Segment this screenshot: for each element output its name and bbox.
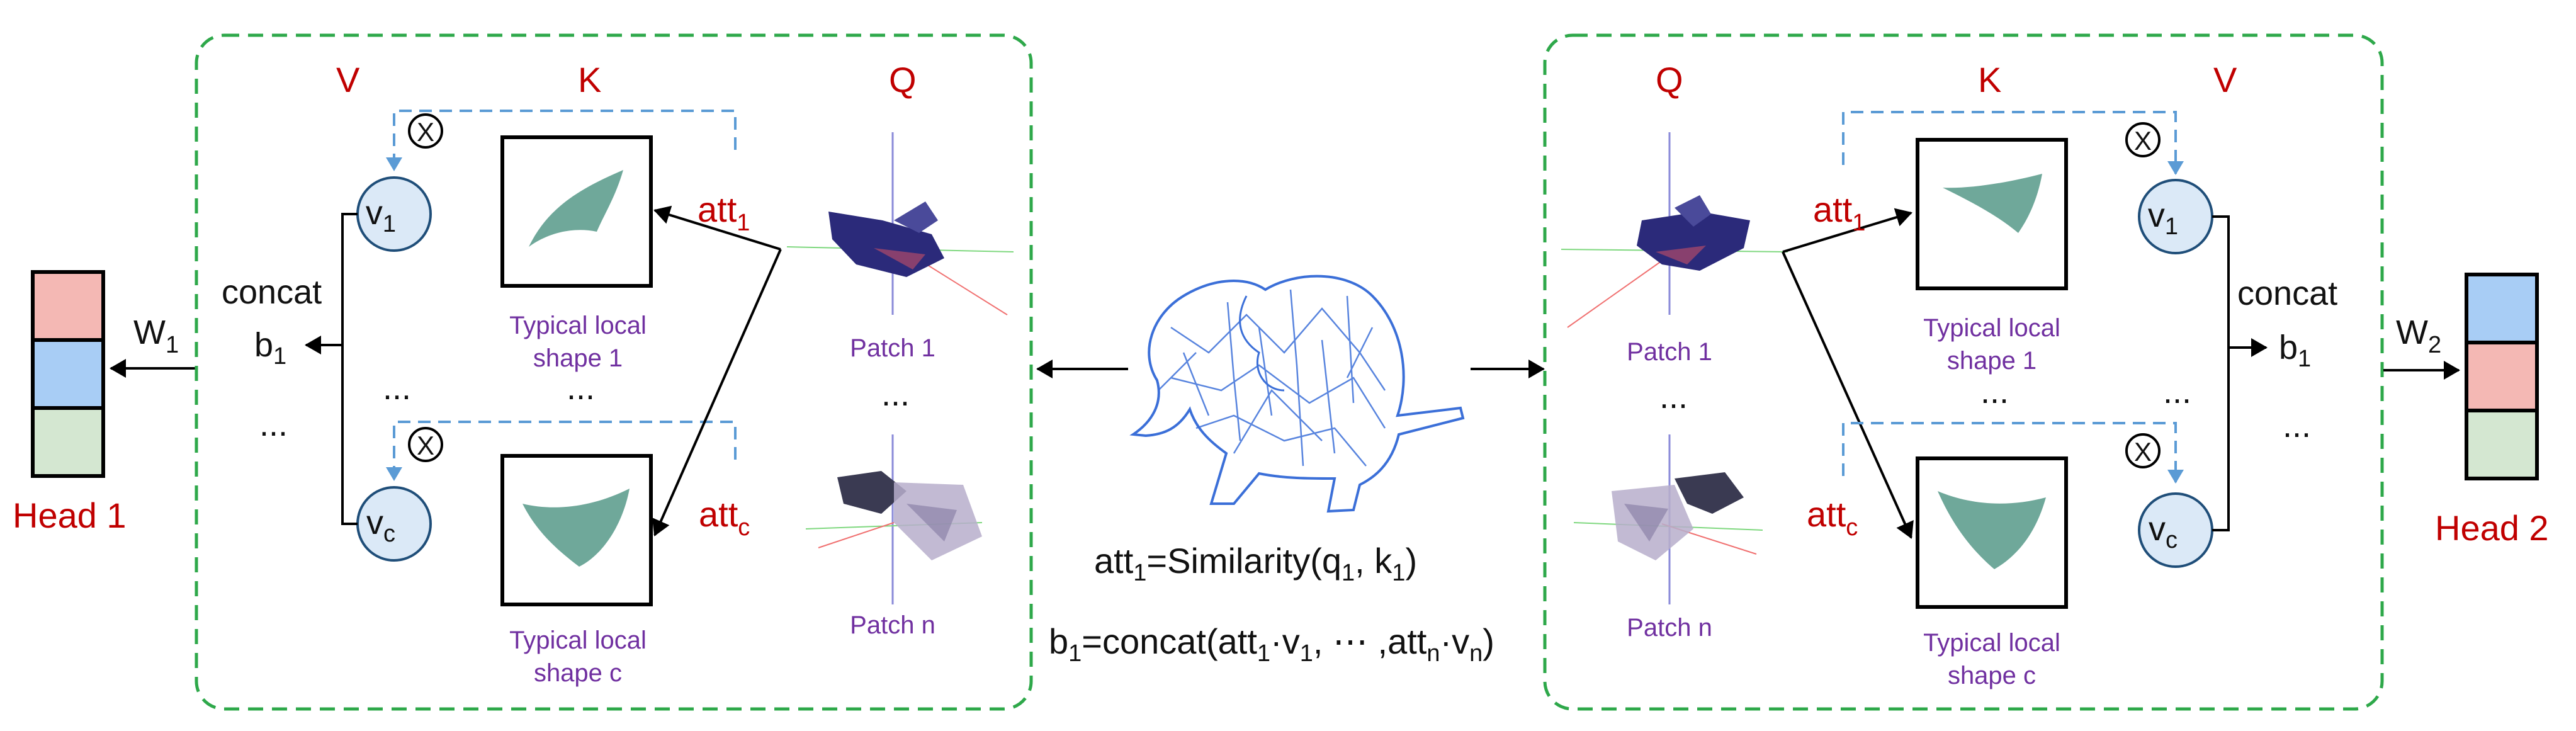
svg-text:X: X [417,431,434,460]
right-multiply-bottom-icon: X [2125,433,2161,468]
svg-text:vc: vc [2149,510,2178,553]
left-q-header: Q [889,60,917,99]
right-attention-block [1543,33,2384,711]
left-attc-to-vc-dashed [386,421,737,481]
left-v-ellipsis: ... [383,369,411,407]
right-key-shape-1 [1916,138,2068,290]
head-2-vector [2465,273,2539,480]
left-surface-c-icon [523,489,630,567]
left-v-header: V [336,60,360,99]
left-kc-caption-line1: Typical local [509,626,647,654]
svg-text:vc: vc [366,504,395,547]
right-patch-n-caption: Patch n [1627,614,1712,642]
right-multiply-top-icon: X [2125,122,2161,157]
right-v-ellipsis: ... [2163,373,2191,411]
left-att1-to-v1-dashed [386,110,737,171]
left-multiply-bottom-icon: X [408,427,443,462]
left-k-ellipsis: ... [567,369,595,407]
left-key-shape-1 [500,135,653,288]
w2-label: W2 [2396,314,2441,358]
right-attc-arrow [1782,251,1914,539]
right-key-shape-c [1916,456,2068,609]
left-concat-label: concat [222,273,322,311]
elephant-mesh-icon [1129,275,1465,513]
head-2-label: Head 2 [2435,508,2549,548]
left-attention-block [195,33,1033,711]
right-patch-1-caption: Patch 1 [1627,338,1712,366]
right-v-header: V [2213,60,2237,99]
svg-text:X: X [417,117,434,147]
right-k-ellipsis: ... [1980,373,2009,411]
formula-concat: b1=concat(att1·v1, ⋯ ,attn·vn) [1049,621,1494,667]
right-b1-label: b1 [2279,329,2311,372]
left-attc-label: attc [699,494,750,541]
left-attc-arrow [652,249,782,536]
right-q-header: Q [1656,60,1683,99]
right-q-ellipsis: ... [1659,378,1688,416]
left-q-ellipsis: ... [881,375,910,413]
right-patch-n-icon [1573,434,1763,604]
left-k1-caption-line2: shape 1 [533,344,623,372]
left-k-header: K [578,60,601,99]
right-kc-caption-line2: shape c [1948,662,2036,689]
head-1-vector [31,270,105,478]
right-att1-label: att1 [1813,190,1865,236]
left-att1-label: att1 [698,190,750,236]
right-att1-to-v1-dashed [1842,111,2184,175]
right-attc-to-vc-dashed [1842,422,2184,484]
left-multiply-top-icon: X [408,113,443,149]
right-b-ellipsis: ... [2283,407,2311,445]
right-concat-label: concat [2237,275,2337,312]
left-concat-bracket [341,213,358,525]
left-v1-node: v1 [356,176,432,252]
left-kc-caption-line2: shape c [534,659,622,687]
right-surface-1-icon [1943,174,2042,233]
right-kc-caption-line1: Typical local [1923,629,2060,657]
right-v1-node: v1 [2138,179,2213,254]
left-vc-node: vc [356,486,432,562]
right-k1-caption-line2: shape 1 [1947,347,2037,375]
left-att1-arrow [653,205,781,251]
right-surface-c-icon [1938,491,2046,569]
right-attc-label: attc [1807,494,1858,541]
svg-text:X: X [2134,437,2152,467]
svg-text:v1: v1 [2148,196,2178,240]
right-concat-bracket [2212,215,2230,531]
left-key-shape-c [500,454,653,606]
left-b-ellipsis: ... [259,405,288,443]
formula-similarity: att1=Similarity(q1, k1) [1094,541,1417,586]
right-patch-1-icon [1561,132,1788,328]
left-surface-1-icon [529,170,623,247]
left-b1-label: b1 [254,326,286,370]
right-att1-arrow [1782,208,1912,253]
head-1-label: Head 1 [13,496,127,535]
left-k1-caption-line1: Typical local [509,312,647,339]
left-patch-1-icon [786,132,1014,315]
left-patch-1-caption: Patch 1 [850,334,935,362]
svg-text:v1: v1 [366,194,396,237]
right-vc-node: vc [2138,492,2213,568]
w1-label: W1 [133,314,179,358]
left-patch-n-icon [805,434,983,604]
right-k1-caption-line1: Typical local [1923,314,2060,342]
right-k-header: K [1978,60,2001,99]
svg-text:X: X [2134,126,2152,156]
left-patch-n-caption: Patch n [850,611,935,639]
